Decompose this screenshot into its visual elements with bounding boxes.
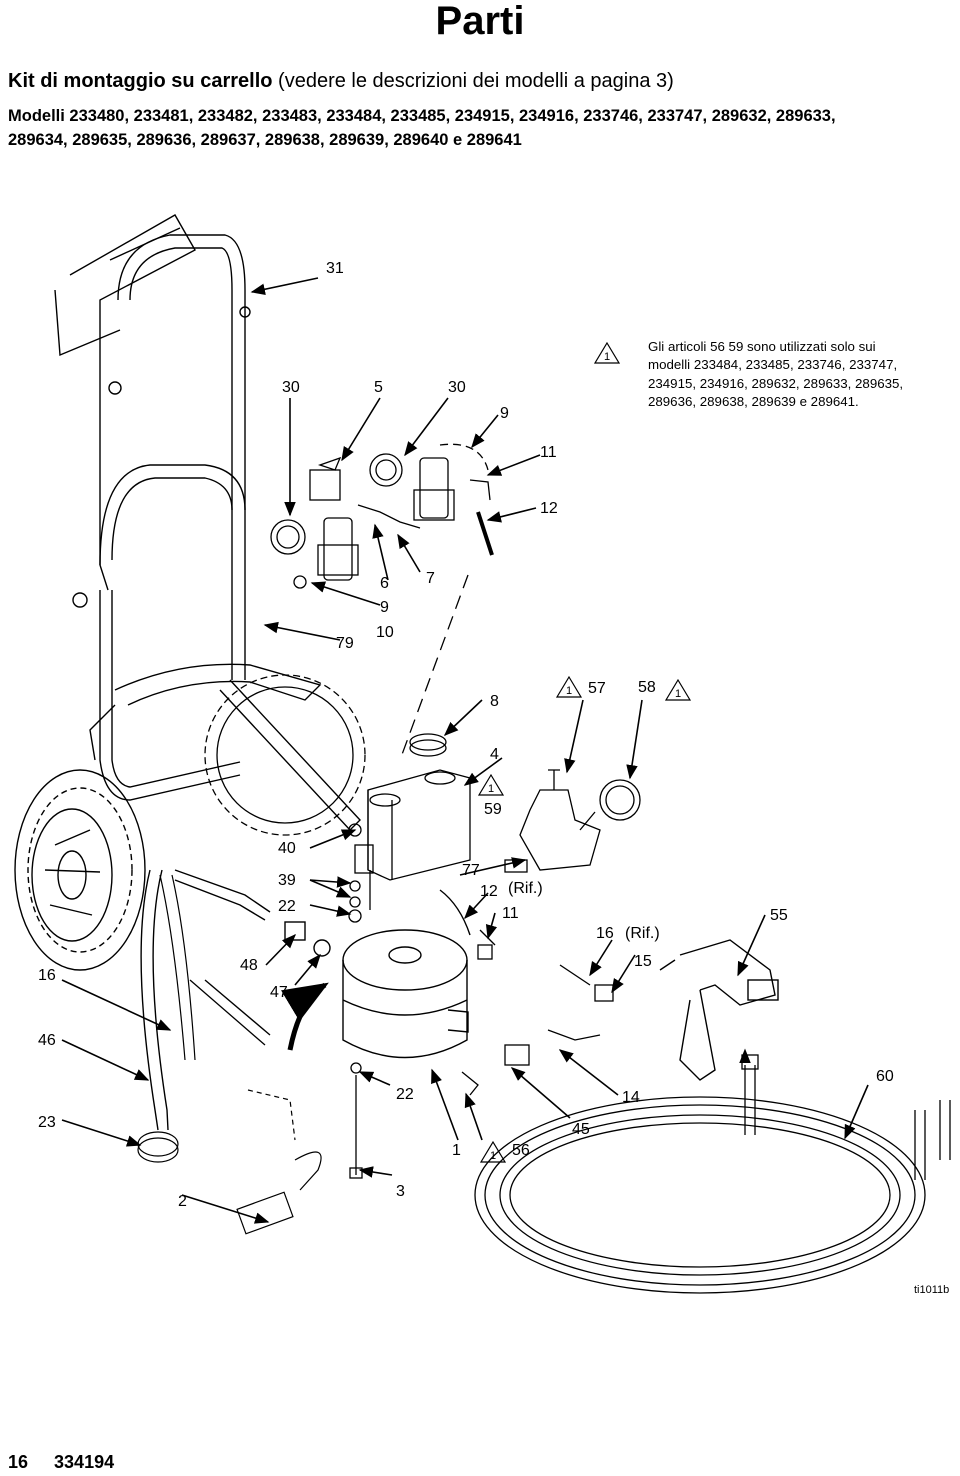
page-number: 16 [8,1452,29,1472]
callout-57: 57 [588,680,606,697]
callout-79: 79 [336,635,354,652]
callout-60: 60 [876,1068,894,1085]
page-title: Parti [435,0,525,43]
small-fittings [349,964,614,1179]
callout-2: 2 [178,1193,187,1210]
warning-triangle-icon: 1 [594,342,620,364]
callout-10: 10 [376,624,394,641]
kit-title: Kit di montaggio su carrello [8,70,273,92]
warning-triangle-icon: 1 [664,678,692,701]
curved-arrow [281,982,329,1051]
callout-12: 12 [480,883,498,900]
callout-77: 77 [462,862,480,879]
callout-30: 30 [282,379,300,396]
callout-9: 9 [500,405,509,422]
air-regulator-assembly [270,443,494,761]
triangle-number: 1 [490,1150,496,1162]
callout-22: 22 [396,1086,414,1103]
callout-47: 47 [270,984,288,1001]
callout-16: 16 [38,967,56,984]
callout-31: 31 [326,260,344,277]
warning-triangle-icon: 1 [555,675,583,698]
callout-58: 58 [638,679,656,696]
leader-arrows [61,277,869,1224]
triangle-number: 1 [566,685,572,697]
callout-1: 1 [452,1142,461,1159]
callout-7: 7 [426,570,435,587]
art-code: ti1011b [914,1284,950,1296]
rear-wheel [204,674,366,836]
kit-subtitle: (vedere le descrizioni dei modelli a pag… [272,70,674,92]
page-footer: 16 334194 [8,1452,140,1473]
left-wheel [14,769,146,971]
spray-gun [659,939,779,1081]
callout-8: 8 [490,693,499,710]
callout-45: 45 [572,1121,590,1138]
note-marker-number: 1 [604,351,610,363]
callout-15: 15 [634,953,652,970]
callout-11: 11 [540,444,557,461]
pump-motor [284,889,471,1059]
warning-triangle-icons: 1 1 1 1 [477,675,692,1163]
kit-heading: Kit di montaggio su carrello (vedere le … [8,68,674,94]
warning-triangle-icon: 1 [479,1140,507,1163]
note-text: Gli articoli 56 59 sono utilizzati solo … [648,339,904,410]
callout-59: 59 [484,801,502,818]
callout-40: 40 [278,840,296,857]
rif-label: (Rif.) [625,925,660,942]
fluid-regulator-assembly [477,769,641,960]
pump-bracket [348,733,471,923]
callout-39: 39 [278,872,296,889]
callout-16: 16 [596,925,614,942]
callout-22: 22 [278,898,296,915]
callout-5: 5 [374,379,383,396]
callout-23: 23 [38,1114,56,1131]
model-list-line-2: 289634, 289635, 289636, 289637, 289638, … [8,131,522,149]
callout-56: 56 [512,1142,530,1159]
callout-11: 11 [502,905,519,922]
hose-coil [474,1054,951,1294]
triangle-number: 1 [675,688,681,700]
cart-frame [54,214,361,1131]
callout-48: 48 [240,957,258,974]
callout-14: 14 [622,1089,640,1106]
model-list: Modelli 233480, 233481, 233482, 233483, … [8,104,958,152]
inlet-assembly [137,1089,322,1235]
warning-triangle-icon: 1 [477,773,505,796]
callout-3: 3 [396,1183,405,1200]
callout-6: 6 [380,575,389,592]
callout-9: 9 [380,599,389,616]
callout-55: 55 [770,907,788,924]
model-list-line-1: Modelli 233480, 233481, 233482, 233483, … [8,107,836,125]
document-number: 334194 [54,1452,115,1472]
callout-12: 12 [540,500,558,517]
triangle-number: 1 [488,783,494,795]
callout-30: 30 [448,379,466,396]
callout-labels: 31 30 5 30 9 11 12 6 7 9 79 10 8 57 58 4… [38,260,894,1210]
callout-4: 4 [490,746,499,763]
callout-46: 46 [38,1032,56,1049]
rif-label: (Rif.) [508,880,543,897]
